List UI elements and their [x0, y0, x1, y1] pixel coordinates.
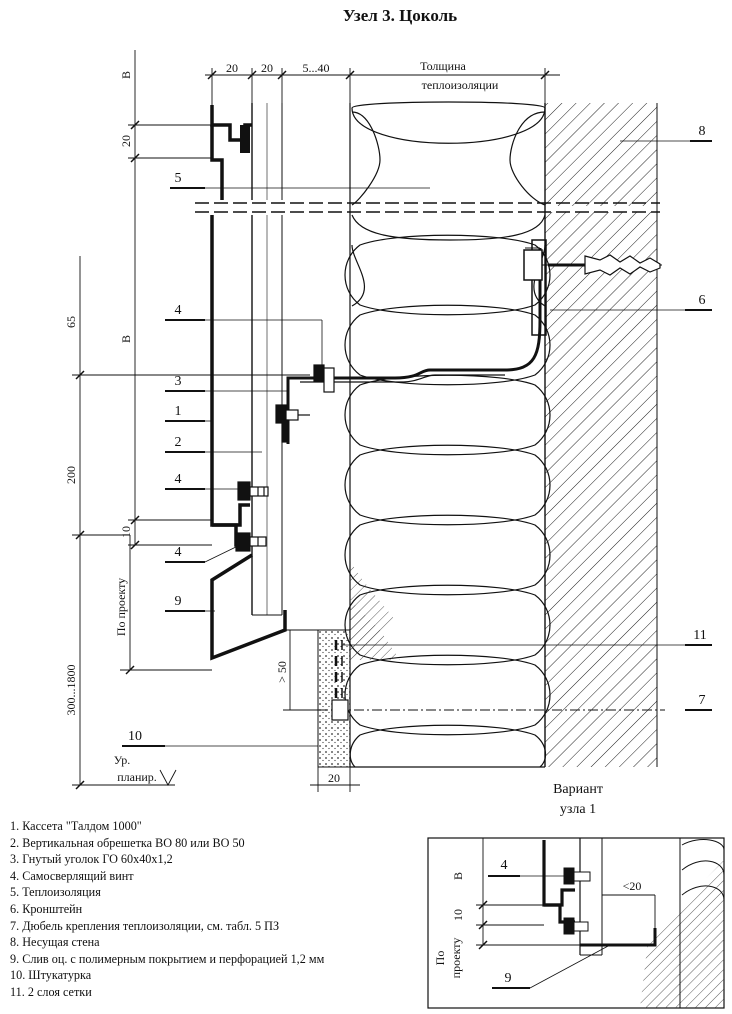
dim-top-20b: 20	[261, 61, 273, 75]
legend-item: 10. Штукатурка	[10, 968, 92, 983]
variant-dim-10: 10	[451, 909, 465, 921]
variant-title-1: Вариант	[553, 782, 603, 797]
legend-item: 11. 2 слоя сетки	[10, 984, 92, 999]
callout-7: 7	[699, 693, 706, 708]
load-bearing-wall	[544, 103, 658, 767]
variant-dim-B: В	[451, 872, 465, 880]
ground-level-1: Ур.	[114, 753, 130, 767]
callout-9: 9	[175, 594, 182, 609]
variant-title-2: узла 1	[560, 802, 596, 817]
break-lines	[195, 202, 660, 213]
legend-list: 1. Кассета "Талдом 1000" 2. Вертикальная…	[10, 818, 324, 1001]
legend-item: 9. Слив оц. с полимерным покрытием и пер…	[10, 951, 325, 966]
legend-item: 1. Кассета "Талдом 1000"	[10, 819, 142, 833]
dim-insulation-1: Толщина	[420, 59, 466, 73]
dim-left-10: 10	[119, 526, 133, 538]
dim-gt-50: > 50	[275, 661, 289, 683]
variant-callout-4: 4	[501, 858, 508, 873]
dim-top-gap: 5...40	[303, 61, 330, 75]
callout-1: 1	[175, 404, 182, 419]
dim-left-20: 20	[119, 135, 133, 147]
legend-item: 6. Кронштейн	[10, 901, 83, 916]
dim-left-per-project: По проекту	[114, 578, 128, 636]
ground-level-2: планир.	[117, 770, 157, 784]
wall-anchor	[523, 249, 665, 281]
legend-item: 7. Дюбель крепления теплоизоляции, см. т…	[10, 918, 280, 933]
dim-left-300-1800: 300...1800	[64, 665, 78, 716]
variant-callout-9: 9	[505, 971, 512, 986]
callout-11: 11	[693, 628, 706, 643]
callout-4c: 4	[175, 545, 182, 560]
callout-5: 5	[175, 171, 182, 186]
dim-bottom-20: 20	[328, 771, 340, 785]
dim-left-B-mid: В	[119, 335, 133, 343]
variant-dim-per-project-1: По	[433, 951, 447, 966]
callout-3: 3	[175, 374, 182, 389]
dim-left-200: 200	[64, 466, 78, 484]
dim-insulation-2: теплоизоляции	[422, 78, 499, 92]
callout-8: 8	[699, 124, 706, 139]
callout-leaders	[122, 140, 712, 747]
legend-item: 3. Гнутый уголок ГО 60х40х1,2	[10, 852, 173, 867]
dimension-lines	[72, 50, 560, 792]
self-tapping-screw	[235, 364, 400, 552]
insulation-dowel	[318, 699, 665, 721]
bracket	[286, 239, 547, 444]
legend-item: 4. Самосверлящий винт	[10, 868, 134, 883]
legend-item: 8. Несущая стена	[10, 935, 100, 950]
dim-left-B-top: В	[119, 71, 133, 79]
wall-hatch-corner	[350, 560, 395, 660]
drawing-title: Узел 3. Цоколь	[343, 6, 457, 25]
variant-detail	[427, 837, 725, 1009]
dim-left-65: 65	[64, 316, 78, 328]
variant-dim-per-project-2: проекту	[449, 938, 463, 979]
callout-10: 10	[128, 729, 142, 744]
variant-dim-lt20: <20	[623, 879, 642, 893]
insulation	[344, 101, 551, 768]
callout-4b: 4	[175, 472, 182, 487]
callout-4a: 4	[175, 303, 182, 318]
legend-item: 5. Теплоизоляция	[10, 885, 101, 900]
legend-item: 2. Вертикальная обрешетка ВО 80 или ВО 5…	[10, 835, 245, 850]
callout-2: 2	[175, 435, 182, 450]
callout-6: 6	[699, 293, 706, 308]
cassette-clip	[240, 125, 250, 153]
dim-top-20a: 20	[226, 61, 238, 75]
